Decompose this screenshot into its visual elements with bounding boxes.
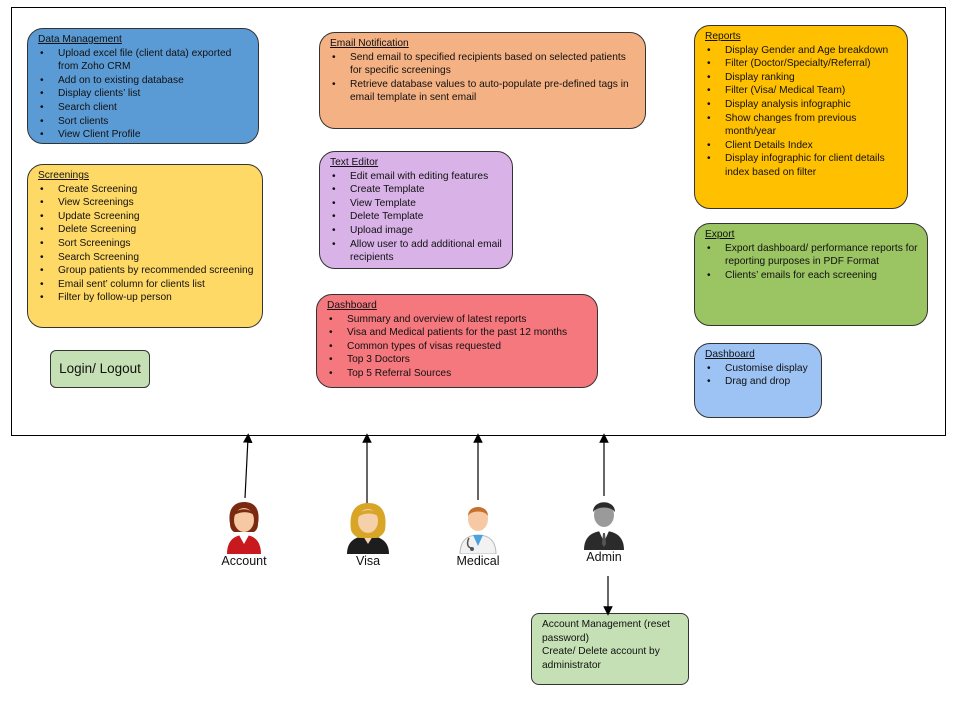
list-item: Create Template [332,183,504,197]
dashboard-overview-box: Dashboard Summary and overview of latest… [316,294,598,388]
list-item: Retrieve database values to auto-populat… [332,78,637,105]
list-item: Allow user to add additional email recip… [332,238,504,265]
box-title: Dashboard [327,300,377,311]
email-notification-box: Email Notification Send email to specifi… [319,32,646,129]
list-item: Edit email with editing features [332,170,504,184]
list-item: Create Screening [40,183,254,197]
actor-visa: Visa [338,502,398,568]
doctor-icon [459,507,497,554]
female-user-blonde-icon [347,503,389,554]
list-item: Show changes from previous month/year [707,112,899,139]
list-item: Top 3 Doctors [329,353,589,367]
actor-label: Admin [586,550,622,564]
box-title: Data Management [38,34,122,45]
female-user-red-icon [227,502,261,554]
list-item: View Client Profile [40,128,250,142]
data-management-box: Data Management Upload excel file (clien… [27,28,259,144]
dashboard-customise-box: Dashboard Customise display Drag and dro… [694,343,822,418]
feature-list: Display Gender and Age breakdown Filter … [705,44,899,180]
account-management-line: Account Management (reset password) [542,619,670,644]
list-item: Display analysis infographic [707,98,899,112]
list-item: Display ranking [707,71,899,85]
list-item: Sort Screenings [40,237,254,251]
export-box: Export Export dashboard/ performance rep… [694,223,928,326]
box-title: Dashboard [705,349,755,360]
feature-list: Upload excel file (client data) exported… [38,47,250,142]
list-item: Search client [40,101,250,115]
box-title: Screenings [38,170,89,181]
feature-list: Summary and overview of latest reports V… [327,313,589,381]
actor-medical: Medical [448,500,508,568]
box-title: Email Notification [330,38,409,49]
list-item: Top 5 Referral Sources [329,367,589,381]
list-item: Summary and overview of latest reports [329,313,589,327]
feature-list: Send email to specified recipients based… [330,51,637,105]
list-item: Group patients by recommended screening [40,264,254,278]
list-item: Display infographic for client details i… [707,152,899,179]
list-item: Customise display [707,362,813,376]
feature-list: Edit email with editing features Create … [330,170,504,265]
list-item: Export dashboard/ performance reports fo… [707,242,919,269]
list-item: View Screenings [40,196,254,210]
list-item: Client Details Index [707,139,899,153]
reports-box: Reports Display Gender and Age breakdown… [694,25,908,209]
list-item: Sort clients [40,115,250,129]
list-item: Delete Screening [40,223,254,237]
box-title: Export [705,229,735,240]
box-title: Reports [705,31,741,42]
actor-label: Visa [355,554,381,568]
text-editor-box: Text Editor Edit email with editing feat… [319,151,513,269]
list-item: Clients’ emails for each screening [707,269,919,283]
list-item: Display clients’ list [40,87,250,101]
businessman-icon [584,502,624,550]
actor-label: Medical [456,554,500,568]
list-item: Filter (Doctor/Specialty/Referral) [707,57,899,71]
list-item: Search Screening [40,251,254,265]
list-item: Common types of visas requested [329,340,589,354]
list-item: Upload excel file (client data) exported… [40,47,250,74]
box-title: Text Editor [330,157,379,168]
list-item: Upload image [332,224,504,238]
screenings-box: Screenings Create Screening View Screeni… [27,164,263,328]
feature-list: Export dashboard/ performance reports fo… [705,242,919,283]
list-item: Update Screening [40,210,254,224]
list-item: Filter (Visa/ Medical Team) [707,84,899,98]
actor-account: Account [214,500,274,568]
list-item: Drag and drop [707,375,813,389]
list-item: Visa and Medical patients for the past 1… [329,326,589,340]
actor-label: Account [221,554,267,568]
list-item: View Template [332,197,504,211]
account-arrow [242,433,253,499]
login-logout-label: Login/ Logout [59,361,141,377]
list-item: Send email to specified recipients based… [332,51,637,78]
feature-list: Customise display Drag and drop [705,362,813,389]
list-item: Delete Template [332,210,504,224]
list-item: Filter by follow-up person [40,291,254,305]
login-logout-box[interactable]: Login/ Logout [50,350,150,388]
list-item: Display Gender and Age breakdown [707,44,899,58]
feature-list: Create Screening View Screenings Update … [38,183,254,305]
list-item: Email sent’ column for clients list [40,278,254,292]
actor-admin: Admin [574,496,634,564]
list-item: Add on to existing database [40,74,250,88]
account-management-line: Create/ Delete account by administrator [542,646,660,671]
